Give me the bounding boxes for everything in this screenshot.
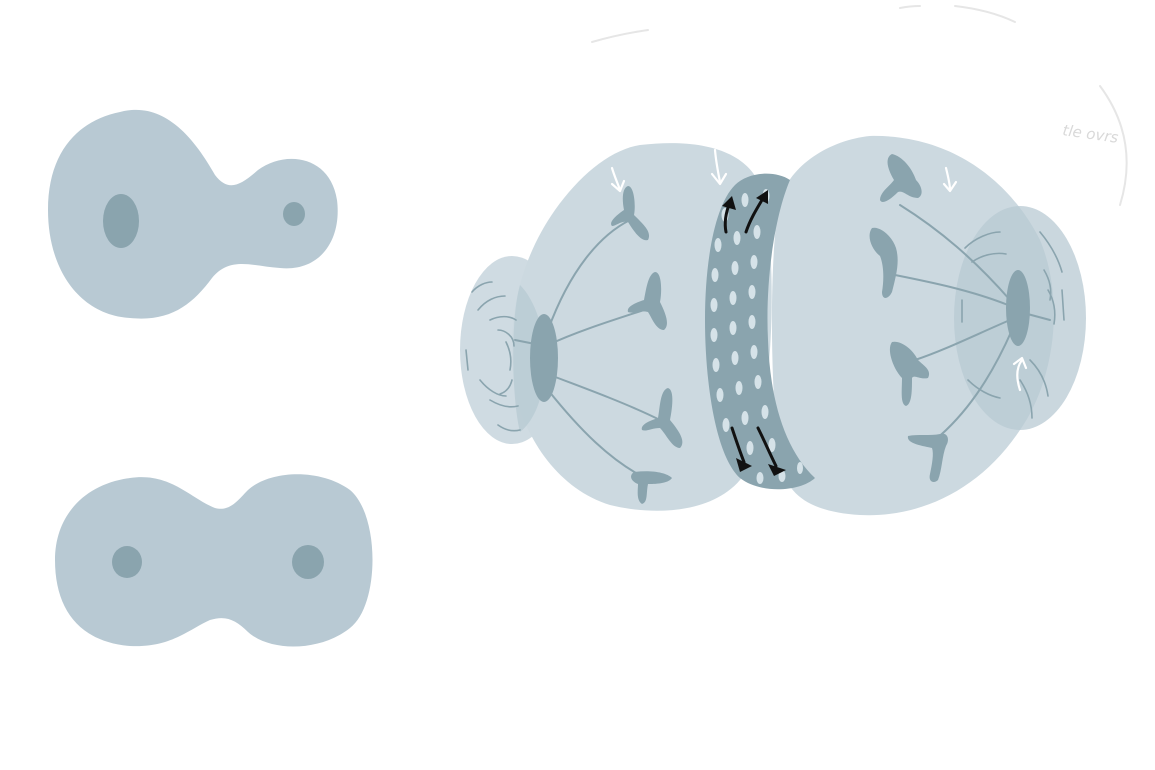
nucleus-right: [292, 545, 324, 579]
nucleus-large: [103, 194, 139, 248]
ring-dashes: [710, 189, 803, 484]
nucleus-small: [283, 202, 305, 226]
cell-symmetric: [55, 474, 373, 647]
left-centrosome: [530, 314, 558, 402]
cell-budding: [48, 109, 338, 319]
left-halo-dashes: [465, 281, 521, 432]
left-spindle: [514, 186, 683, 504]
annotation-scribble: [591, 5, 1128, 206]
nucleus-left: [112, 546, 142, 578]
annotation-text: tle ovrs: [1061, 121, 1119, 147]
cell-budding-body: [48, 109, 338, 319]
right-spindle: [869, 154, 1051, 482]
cell-symmetric-body: [55, 474, 373, 647]
right-centrosome: [1006, 270, 1030, 346]
dark-arrowheads: [722, 190, 786, 476]
right-halo-dashes: [961, 231, 1065, 419]
light-arrows: [610, 148, 1028, 392]
cytokinesis-cell: [460, 135, 1086, 516]
contractile-ring: [705, 173, 815, 490]
left-daughter-cell: [511, 143, 772, 511]
